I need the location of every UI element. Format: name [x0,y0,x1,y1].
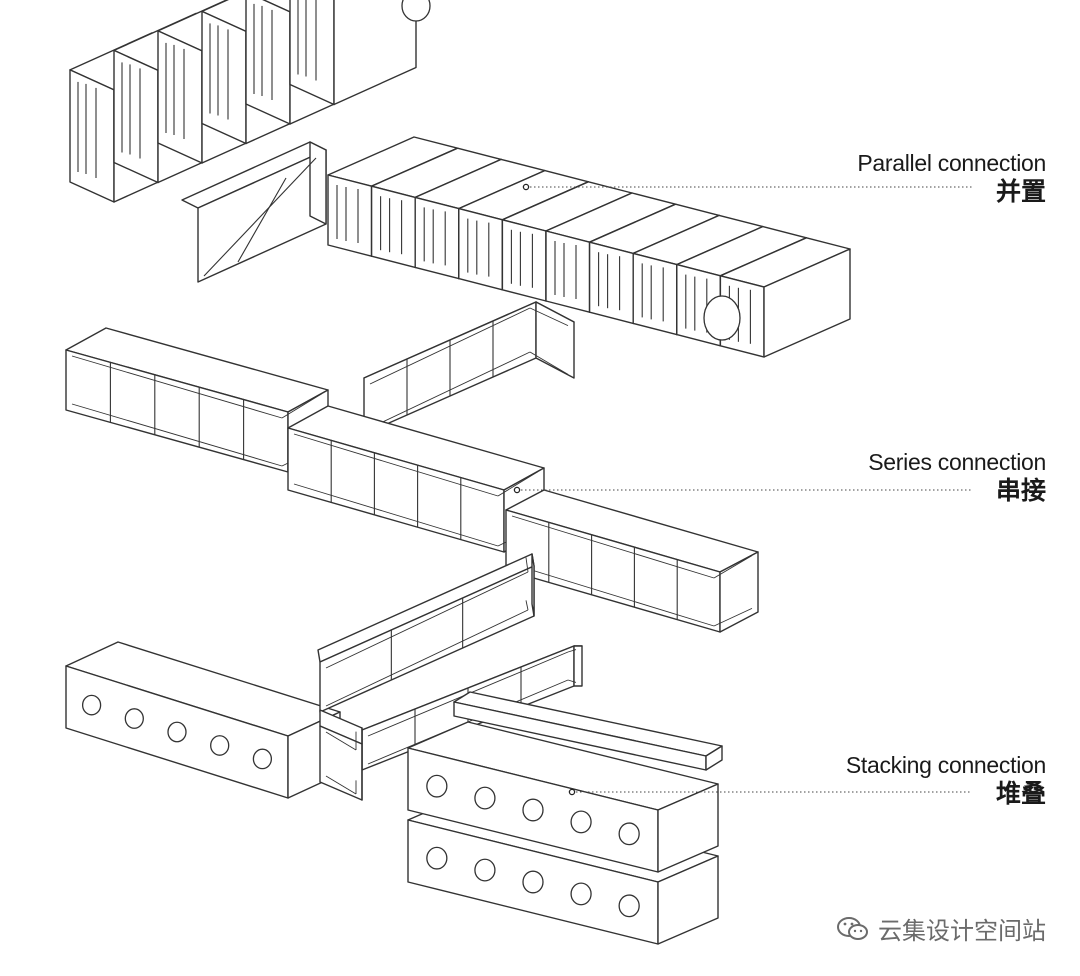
bridge-end [309,141,327,225]
series-module-2-sill [293,483,499,547]
stacking-connection-model [65,553,723,945]
leader-dot [513,486,521,494]
pod-front-front [370,185,416,269]
series-branch-endhead [529,307,569,327]
stack-left-window [252,748,273,770]
pod-back-porthole [401,0,431,22]
pod-back-front [245,0,291,125]
series-branch-sill [369,351,531,429]
leader-dot [568,788,576,796]
stack-bottom-window [522,870,544,894]
series-module-3-head [511,515,715,579]
stack-bottom-window [426,846,448,870]
stack-top-window [618,822,640,846]
bridge-diagonal [237,177,287,263]
stacking-label: Stacking connection 堆叠 [846,752,1046,810]
stack-base-left-sill [325,775,357,795]
stack-top-window [570,810,592,834]
stack-bottom-window [570,882,592,906]
series-module-2-head [293,433,499,497]
stack-upper-glass-endsill [567,679,577,683]
stack-top-end [657,783,719,873]
stack-upper-left-end [531,553,535,617]
wechat-icon [837,916,868,940]
pod-front-front [501,219,547,302]
parallel-label-en: Parallel connection [857,150,1046,176]
stack-top-window [474,786,496,810]
pod-front-end [763,248,851,358]
series-module-2-endhead [497,471,539,497]
pod-front-front [545,230,591,313]
stack-upper-left-endhead [525,557,529,573]
stack-bottom-window [618,894,640,918]
series-label: Series connection 串接 [868,449,1046,507]
stack-upper-glass-endhead [567,649,577,653]
stack-bottom-end [657,855,719,945]
series-module-1-endhead [281,393,323,419]
pod-front-front [327,174,373,257]
stacking-label-en: Stacking connection [845,752,1046,778]
parallel-label: Parallel connection 并置 [857,150,1046,208]
stack-top-window [522,798,544,822]
parallel-connection-model [69,0,851,358]
stacking-label-zh: 堆叠 [995,779,1046,808]
pod-back-front [201,10,247,145]
stack-bottom-window [474,858,496,882]
series-branch-head [369,307,531,385]
pod-back-front [69,69,115,203]
series-label-zh: 串接 [995,476,1046,505]
stack-upper-glass-end [573,645,583,687]
bridge-diagonal [203,157,317,277]
series-module-3-endhead [713,555,753,579]
watermark-text: 云集设计空间站 [878,917,1046,945]
pod-front-front [458,207,504,291]
stack-base-left-head [325,731,357,751]
pod-front-front [588,241,634,325]
pod-front-front [414,196,460,280]
series-module-3-end [719,551,759,633]
watermark: 云集设计空间站 [836,911,1046,946]
stack-left-window [124,708,144,729]
stack-upper-left-sill [325,609,529,707]
series-branch-endsill [529,351,569,375]
stack-top-window [426,774,448,798]
pod-front-front [632,252,678,336]
end-porthole [703,295,741,341]
series-module-1-head [71,355,283,419]
series-label-en: Series connection [868,449,1046,475]
stack-left-window [81,694,102,716]
pod-back-front [289,0,335,106]
series-branch-end [535,301,575,379]
pod-back-front [157,30,203,164]
series-module-3-endsill [713,607,753,627]
stack-roof-module-end [705,745,723,771]
leader-lines [513,183,972,796]
stack-left-window [167,721,187,743]
series-module-3-sill [511,563,715,627]
series-connection-model [65,301,759,633]
parallel-label-zh: 并置 [995,177,1046,206]
pod-back-front [113,49,159,184]
pod-back-end [333,0,417,106]
stack-upper-left-endsill [525,600,529,611]
series-module-1-sill [71,403,283,467]
leader-dot [522,183,530,191]
stack-upper-left-head [325,571,529,669]
stack-left-window [210,735,230,756]
